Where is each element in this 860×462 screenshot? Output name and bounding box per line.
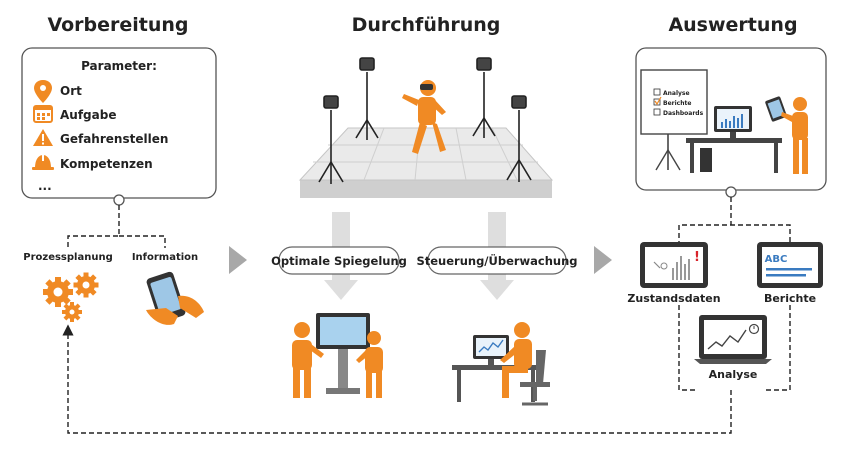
checkbox-icon [653, 88, 661, 96]
feedback-loop-arrow [62, 324, 732, 434]
label-reports: Berichte [764, 292, 816, 305]
label-process-planning: Prozessplanung [23, 252, 113, 263]
motion-capture-platform [298, 127, 554, 198]
alert-mark: ! [694, 250, 700, 265]
evaluation-connector [725, 186, 737, 198]
tracking-camera [355, 57, 379, 140]
board-item-dashboards: Dashboards [663, 110, 704, 117]
analysis-laptop-icon [694, 315, 772, 364]
evaluation-box: Analyse Berichte Dashboards [635, 47, 827, 191]
monitor-icon [714, 106, 752, 138]
tracking-camera [506, 95, 532, 182]
parameter-box: Parameter: Ort Aufgabe Gefahrenstellen [21, 47, 217, 199]
tablet-user-figure [781, 97, 808, 174]
evaluation-dashed-lines [678, 197, 791, 391]
gears-icon [43, 272, 99, 322]
pill-control-monitoring: Steuerung/Überwachung [416, 246, 578, 275]
pill-optimal-mirroring: Optimale Spiegelung [271, 246, 407, 275]
tracking-camera [472, 57, 496, 138]
warning-icon [33, 129, 53, 146]
condition-data-tablet-icon: ! [640, 242, 708, 288]
svg-text:Optimale Spiegelung: Optimale Spiegelung [271, 254, 407, 268]
phase-arrow-2 [594, 246, 612, 274]
svg-text:Steuerung/Überwachung: Steuerung/Überwachung [416, 253, 577, 268]
label-information: Information [132, 252, 198, 263]
parameter-item-hazards: Gefahrenstellen [60, 132, 168, 146]
label-condition-data: Zustandsdaten [627, 292, 720, 305]
reports-tablet-icon: ABC [757, 242, 823, 288]
parameter-connector [113, 194, 125, 206]
tracking-camera [318, 95, 344, 184]
checkbox-icon [653, 108, 661, 116]
parameter-title: Parameter: [81, 59, 157, 73]
hand-smartphone-icon [146, 271, 204, 325]
reports-icon-text: ABC [765, 254, 788, 265]
location-pin-icon [34, 80, 52, 103]
parameter-item-location: Ort [60, 84, 82, 98]
analysis-board: Analyse Berichte Dashboards [640, 69, 708, 171]
desk-worker-figure [452, 322, 550, 406]
board-item-analysis: Analyse [663, 90, 690, 97]
heading-preparation: Vorbereitung [47, 14, 188, 36]
vr-person-figure [402, 80, 446, 154]
board-item-reports: Berichte [663, 100, 691, 107]
heading-evaluation: Auswertung [668, 14, 797, 36]
parameter-item-task: Aufgabe [60, 108, 116, 122]
parameter-item-competencies: Kompetenzen [60, 157, 153, 171]
label-analysis: Analyse [709, 368, 758, 381]
hard-hat-icon [32, 155, 54, 170]
calendar-icon [33, 105, 53, 123]
phase-arrow-1 [229, 246, 247, 274]
kiosk-two-people-figure [292, 313, 383, 398]
parameter-more: ... [38, 179, 52, 193]
heading-execution: Durchführung [352, 14, 501, 36]
